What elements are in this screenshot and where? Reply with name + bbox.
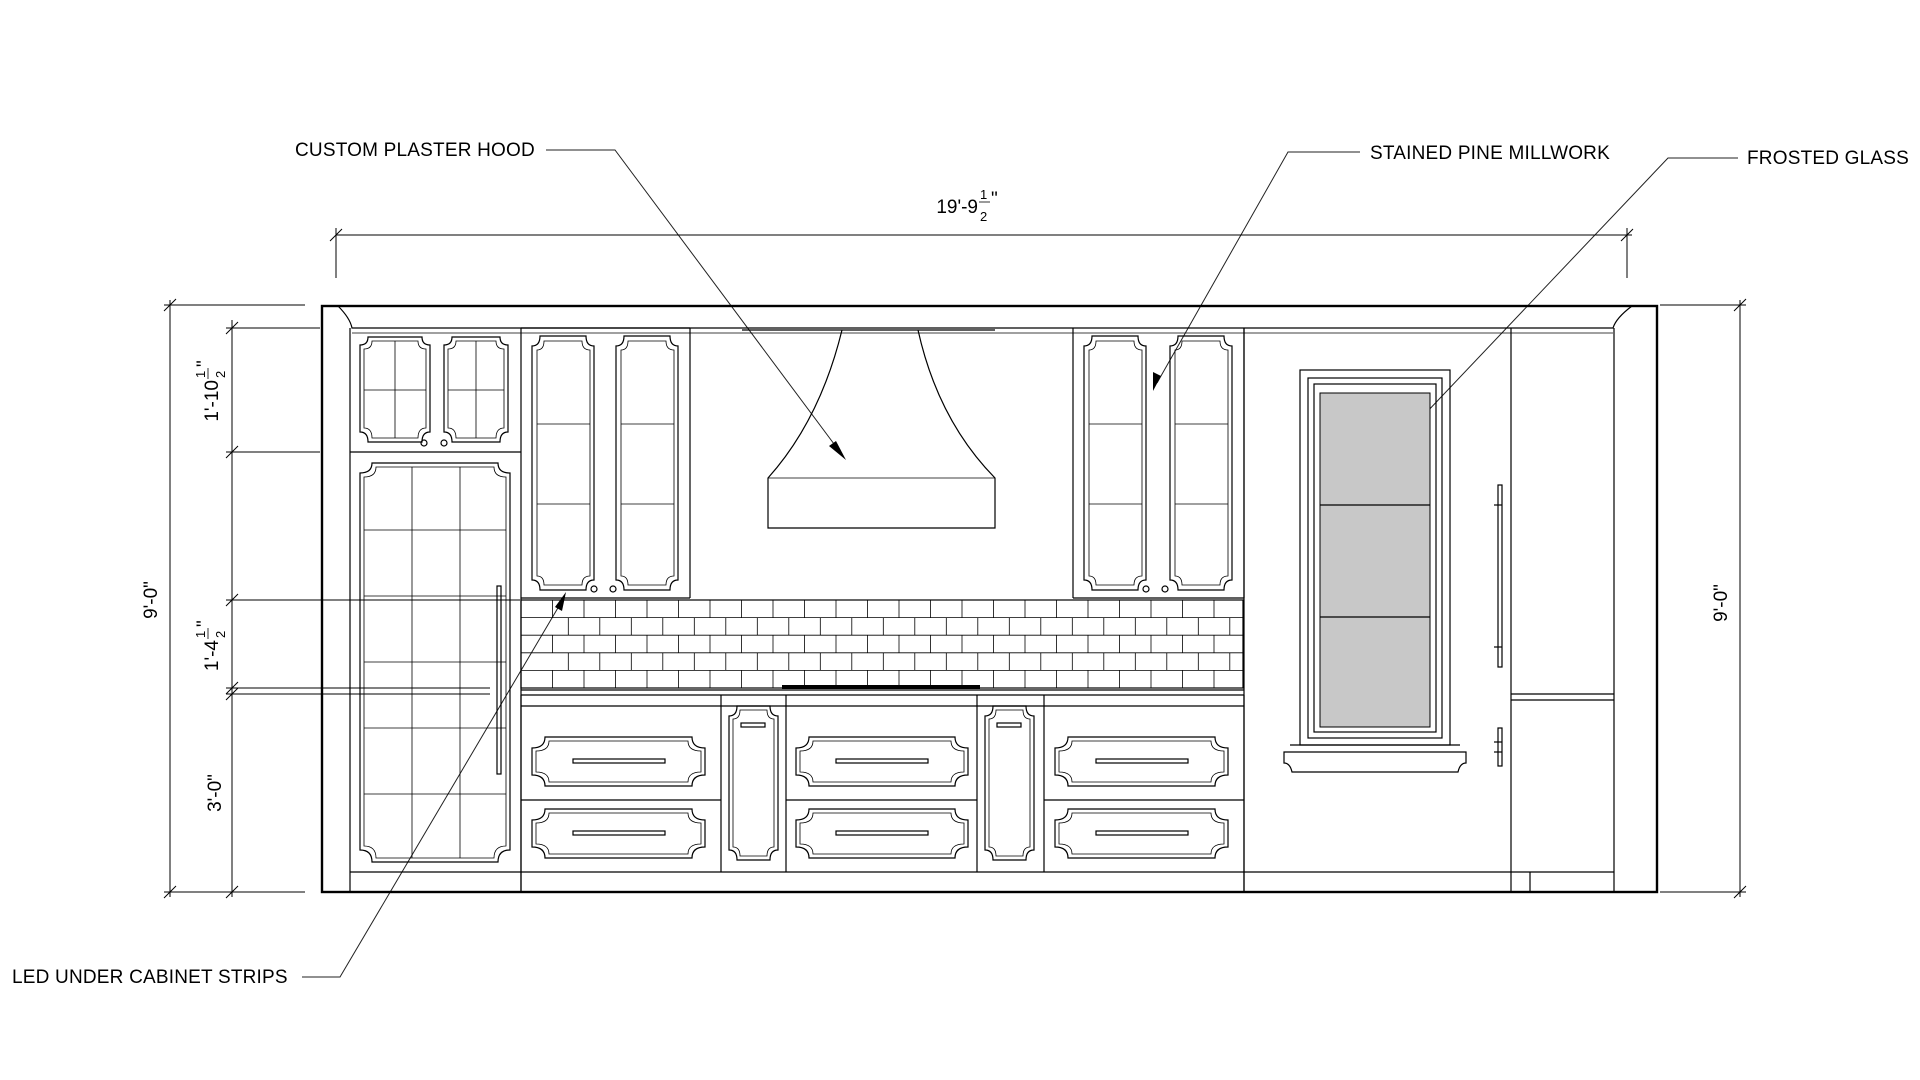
frosted-glass-pane — [1319, 392, 1431, 728]
upper-cabinet-dim-inch: " — [194, 360, 215, 367]
upper-cabinets-right — [1072, 328, 1245, 599]
callout-hood-label: CUSTOM PLASTER HOOD — [295, 140, 535, 161]
upper-cabinet-dim-den: 2 — [213, 371, 228, 378]
countertop — [521, 685, 1244, 696]
right-height-dimension: 9'-0" — [1660, 298, 1747, 899]
hood-leader — [546, 149, 841, 453]
upper-cabinet-dim-num: 1 — [193, 371, 208, 378]
overall-width-inch: " — [991, 189, 998, 210]
subway-tile-backsplash — [520, 599, 1244, 689]
callout-glass-label: FROSTED GLASS — [1747, 148, 1909, 169]
left-height-dimension: 9'-0" — [141, 298, 305, 899]
backsplash-dim-main: 1'-4 — [202, 640, 223, 672]
overall-width-dimension: 19'-9 1 2 " — [329, 187, 1634, 278]
overall-width-num: 1 — [980, 187, 987, 202]
backsplash-dim-inch: " — [194, 620, 215, 627]
overall-width-den: 2 — [980, 209, 987, 224]
frosted-window — [1243, 328, 1467, 892]
millwork-leader — [1156, 151, 1360, 384]
left-height-label: 9'-0" — [141, 581, 162, 619]
cooktop — [782, 685, 980, 689]
glass-leader — [1405, 157, 1738, 435]
base-cabinets — [520, 695, 1245, 892]
left-pantry-cabinet — [349, 328, 522, 892]
hood-leader-arrow — [829, 441, 846, 460]
backsplash-dim-num: 1 — [193, 631, 208, 638]
upper-cabinets-left — [521, 327, 691, 599]
section-dimensions: 1'-10 1 2 " 1'-4 1 2 " 3'-0" — [193, 320, 520, 899]
upper-cabinet-dim-main: 1'-10 — [202, 380, 223, 422]
fridge-handle-lower — [1497, 727, 1503, 767]
led-leader-arrow — [555, 592, 566, 611]
plaster-hood — [742, 329, 996, 529]
millwork-leader-arrow — [1153, 372, 1161, 391]
refrigerator-panel — [1494, 328, 1614, 892]
right-height-label: 9'-0" — [1711, 584, 1732, 622]
callout-millwork-label: STAINED PINE MILLWORK — [1370, 143, 1610, 164]
window-sill — [1283, 751, 1467, 773]
base-cabinet-dim: 3'-0" — [205, 774, 226, 812]
callout-led-label: LED UNDER CABINET STRIPS — [12, 967, 288, 988]
wall-outline — [320, 304, 1659, 894]
pantry-handle — [496, 585, 502, 775]
fridge-handle-upper — [1497, 484, 1503, 668]
overall-width-main: 19'-9 — [936, 197, 978, 218]
leader-lines — [302, 149, 1738, 978]
backsplash-dim-den: 2 — [213, 631, 228, 638]
led-leader — [302, 600, 563, 978]
